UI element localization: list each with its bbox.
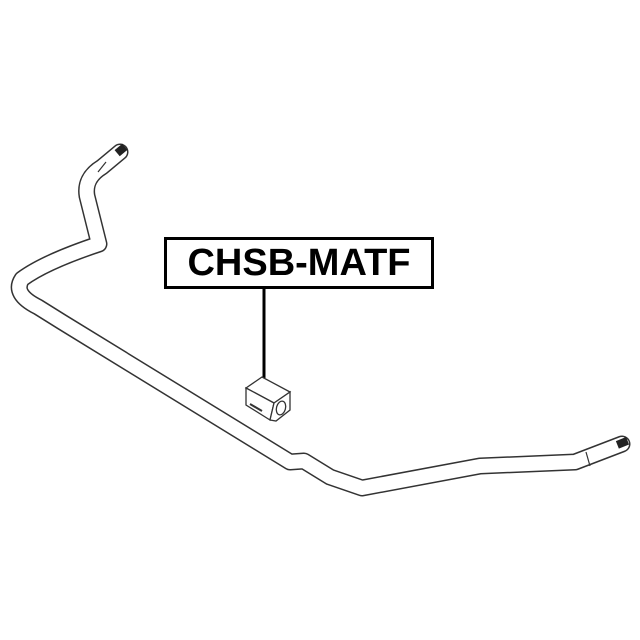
stabilizer-bar [10,143,631,497]
part-number-label: CHSB-MATF [187,241,411,284]
bushing-icon [244,376,292,422]
bar-end-left-icon [97,143,128,173]
part-number-box: CHSB-MATF [164,237,434,289]
bar-end-right-icon [585,437,630,467]
